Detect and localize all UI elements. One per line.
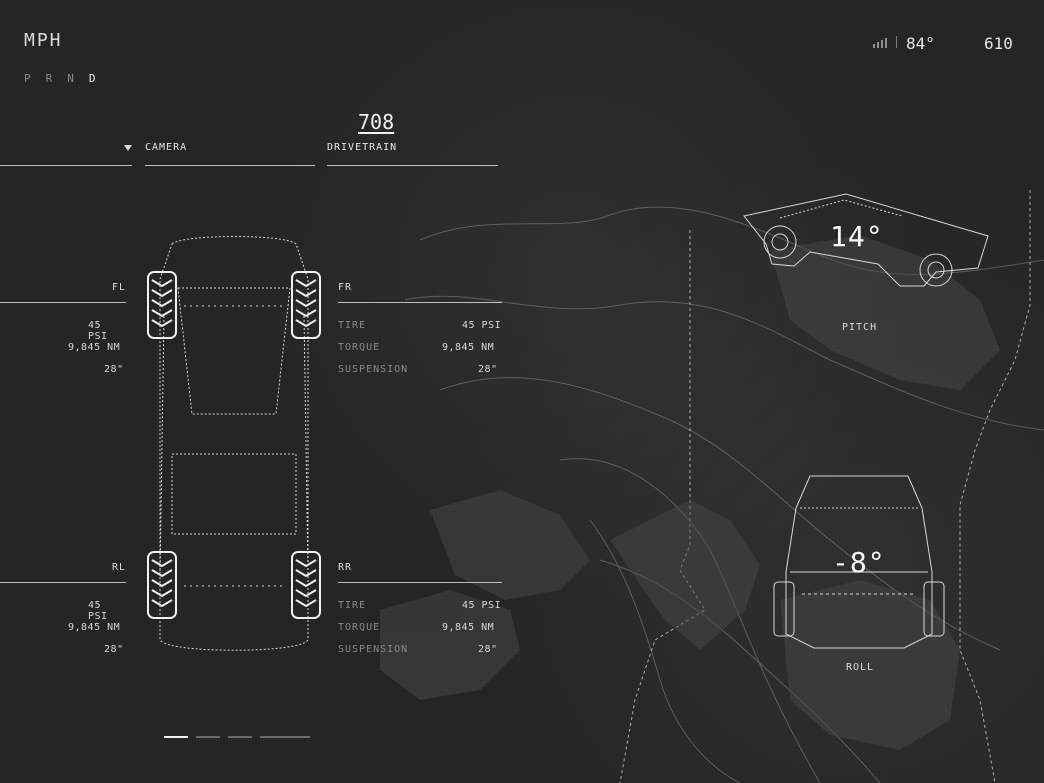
tire-icon <box>147 271 321 619</box>
gear-d[interactable]: D <box>88 72 97 85</box>
wheel-fr-tire-value: 45 PSI <box>462 320 502 331</box>
vehicle-top-icon <box>147 236 321 651</box>
wheel-rl-tire-value: 45 PSI <box>88 600 108 622</box>
header-metric-value: 708 <box>358 110 395 134</box>
wheel-rl-divider <box>0 582 126 583</box>
tab-first[interactable] <box>0 140 132 168</box>
wheel-rr-torque-value: 9,845 NM <box>442 622 495 633</box>
wheel-rl-suspension-value: 28" <box>104 644 124 655</box>
range-readout: 610 <box>984 34 1013 53</box>
page-indicator-3[interactable] <box>228 736 252 738</box>
wheel-rr-divider <box>338 582 502 583</box>
tab-drivetrain[interactable]: DRIVETRAIN <box>327 140 498 168</box>
status-separator <box>896 36 897 48</box>
temperature-readout: 84° <box>906 34 935 53</box>
tab-camera-underline <box>145 165 315 166</box>
wheel-fl-name: FL <box>112 282 127 293</box>
wheel-fr-torque-label: TORQUE <box>338 342 381 353</box>
wheel-fr-divider <box>338 302 502 303</box>
signal-icon <box>873 38 887 48</box>
page-indicator[interactable] <box>164 736 310 740</box>
gear-n[interactable]: N <box>67 72 75 85</box>
wheel-rr-tire-value: 45 PSI <box>462 600 502 611</box>
wheel-rr-torque-label: TORQUE <box>338 622 381 633</box>
speed-unit: MPH <box>24 30 63 51</box>
page-indicator-4[interactable] <box>260 736 310 738</box>
wheel-fl-torque-value: 9,845 NM <box>68 342 121 353</box>
wheel-panel-fr: FR TIRE TORQUE SUSPENSION 45 PSI 9,845 N… <box>338 280 502 380</box>
wheel-rl-torque-value: 9,845 NM <box>68 622 121 633</box>
wheel-fr-torque-value: 9,845 NM <box>442 342 495 353</box>
page-indicator-2[interactable] <box>196 736 220 738</box>
wheel-fl-suspension-value: 28" <box>104 364 124 375</box>
roll-label: ROLL <box>846 662 875 673</box>
vehicle-side-icon <box>743 193 989 287</box>
gear-r[interactable]: R <box>45 72 54 85</box>
wheel-fr-tire-label: TIRE <box>338 320 367 331</box>
wheel-rr-tire-label: TIRE <box>338 600 367 611</box>
wheel-rr-suspension-value: 28" <box>478 644 498 655</box>
tab-first-underline <box>0 165 132 166</box>
wheel-rl-name: RL <box>112 562 127 573</box>
wheel-fr-suspension-value: 28" <box>478 364 498 375</box>
page-indicator-1[interactable] <box>164 736 188 738</box>
wheel-panel-rr: RR TIRE TORQUE SUSPENSION 45 PSI 9,845 N… <box>338 560 502 660</box>
wheel-panel-fl: FL 45 PSI 9,845 NM 28" <box>0 280 126 380</box>
wheel-fr-name: FR <box>338 282 353 293</box>
wheel-fl-tire-value: 45 PSI <box>88 320 108 342</box>
wheel-fl-divider <box>0 302 126 303</box>
wheel-fr-suspension-label: SUSPENSION <box>338 364 409 375</box>
wheel-panel-rl: RL 45 PSI 9,845 NM 28" <box>0 560 126 660</box>
wheel-rr-suspension-label: SUSPENSION <box>338 644 409 655</box>
gear-p[interactable]: P <box>24 72 32 85</box>
pitch-label: PITCH <box>842 322 878 333</box>
tab-drivetrain-label: DRIVETRAIN <box>327 142 398 153</box>
gear-selector[interactable]: P R N D <box>24 72 97 85</box>
vehicle-rear-icon <box>773 475 945 649</box>
status-signal <box>872 36 897 48</box>
roll-value: -8° <box>832 546 886 579</box>
wheel-rr-name: RR <box>338 562 353 573</box>
tab-drivetrain-underline <box>327 165 498 166</box>
tab-camera-label: CAMERA <box>145 142 188 153</box>
tab-camera[interactable]: CAMERA <box>145 140 315 168</box>
dropdown-caret-icon <box>124 145 132 151</box>
pitch-value: 14° <box>830 220 884 253</box>
